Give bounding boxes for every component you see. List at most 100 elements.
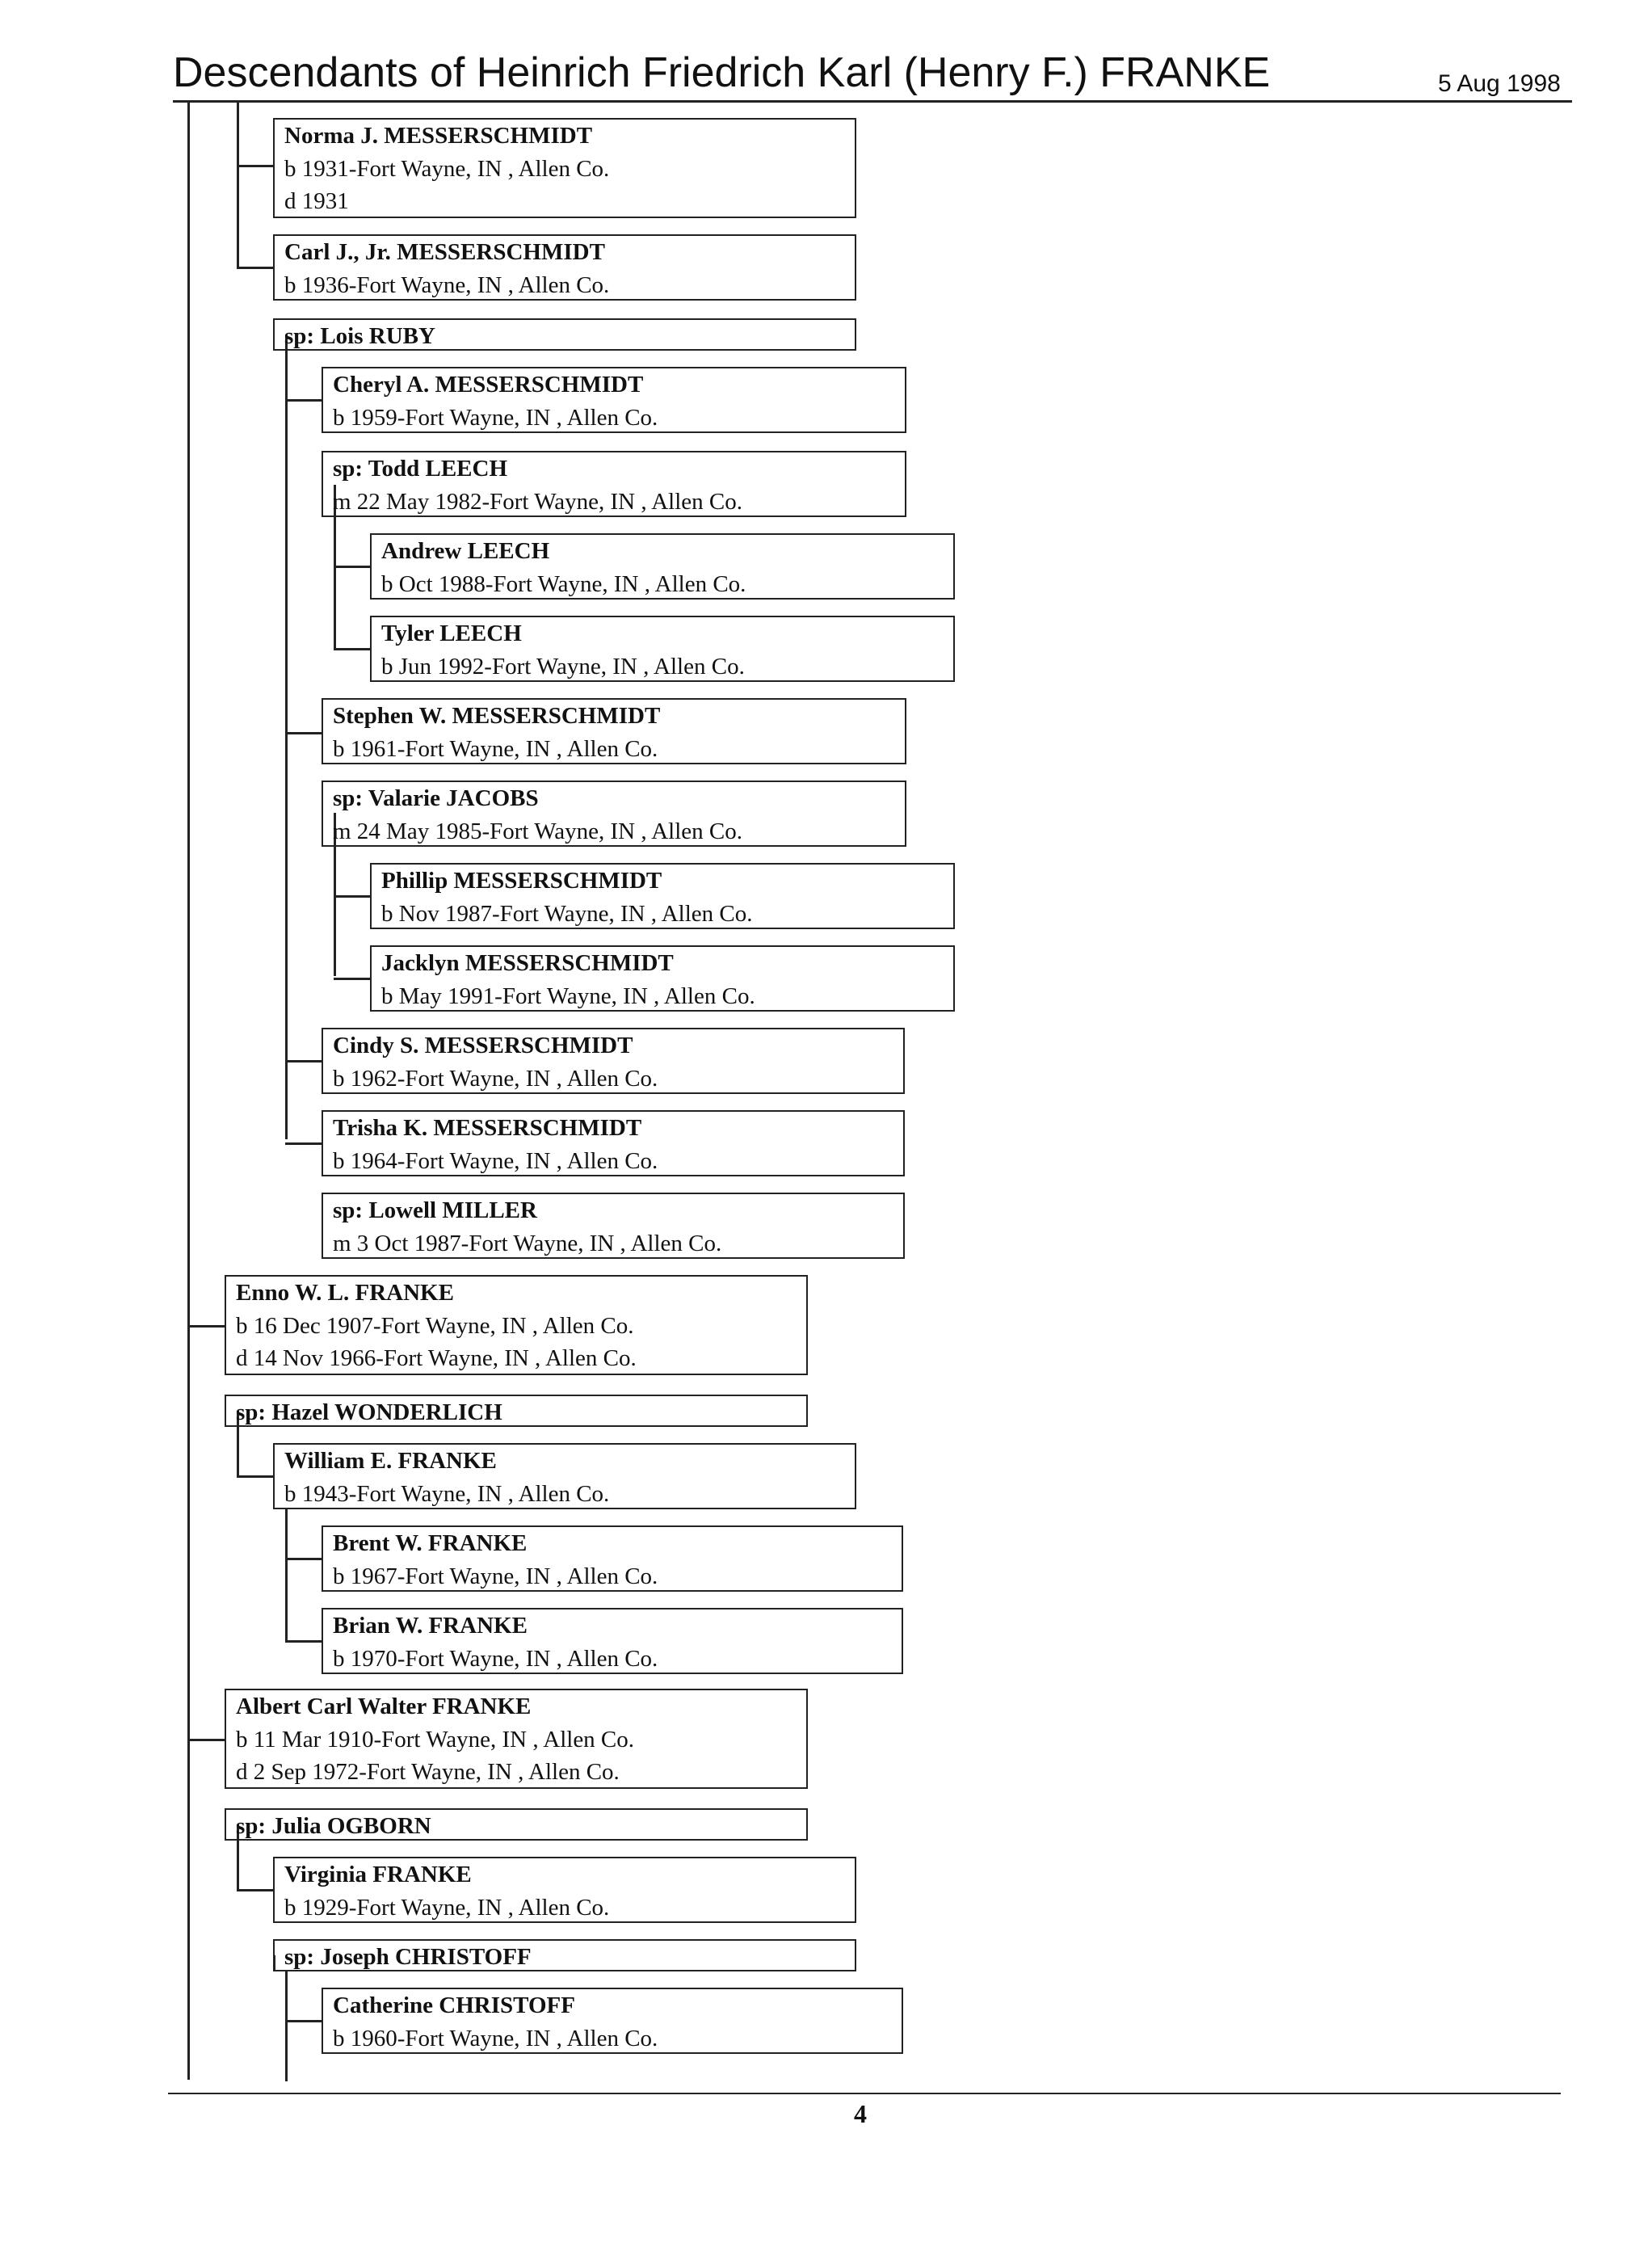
vital-record: b Oct 1988-Fort Wayne, IN , Allen Co. xyxy=(381,570,746,597)
person-name: sp: Hazel WONDERLICH xyxy=(236,1399,502,1425)
person-name: Catherine CHRISTOFF xyxy=(333,1992,575,2018)
spouse-box: sp: Todd LEECH m 22 May 1982-Fort Wayne, … xyxy=(322,451,906,517)
tree-connector xyxy=(237,1824,239,1891)
vital-record: m 22 May 1982-Fort Wayne, IN , Allen Co. xyxy=(333,488,743,515)
tree-connector xyxy=(187,1739,225,1741)
tree-connector xyxy=(187,1325,225,1328)
person-box: Catherine CHRISTOFF b 1960-Fort Wayne, IN… xyxy=(322,1988,903,2054)
vital-record: m 24 May 1985-Fort Wayne, IN , Allen Co. xyxy=(333,818,743,844)
person-box: Tyler LEECH b Jun 1992-Fort Wayne, IN , A… xyxy=(370,616,955,682)
tree-connector xyxy=(334,566,371,568)
tree-connector xyxy=(334,648,371,650)
vital-record: b 1943-Fort Wayne, IN , Allen Co. xyxy=(284,1480,610,1507)
vital-record: b 11 Mar 1910-Fort Wayne, IN , Allen Co. xyxy=(236,1726,635,1753)
person-name: sp: Todd LEECH xyxy=(333,456,508,482)
tree-connector xyxy=(285,1509,288,1640)
page-title: Descendants of Heinrich Friedrich Karl (… xyxy=(173,49,1271,96)
spouse-box: sp: Joseph CHRISTOFF xyxy=(273,1939,856,1971)
person-box: Albert Carl Walter FRANKE b 11 Mar 1910-F… xyxy=(225,1689,808,1789)
person-box: Trisha K. MESSERSCHMIDT b 1964-Fort Wayne… xyxy=(322,1110,905,1176)
tree-connector xyxy=(285,2020,322,2022)
vital-record: b 1929-Fort Wayne, IN , Allen Co. xyxy=(284,1894,610,1921)
person-box: Virginia FRANKE b 1929-Fort Wayne, IN , A… xyxy=(273,1857,856,1923)
spouse-box: sp: Lois RUBY xyxy=(273,318,856,351)
person-box: Norma J. MESSERSCHMIDT b 1931-Fort Wayne,… xyxy=(273,118,856,218)
spouse-box: sp: Hazel WONDERLICH xyxy=(225,1395,808,1427)
tree-connector xyxy=(285,1142,322,1145)
person-name: Phillip MESSERSCHMIDT xyxy=(381,868,662,894)
person-name: Cindy S. MESSERSCHMIDT xyxy=(333,1033,633,1058)
person-name: Cheryl A. MESSERSCHMIDT xyxy=(333,372,644,398)
tree-connector xyxy=(285,1060,322,1062)
tree-connector xyxy=(187,100,190,2080)
person-name: sp: Julia OGBORN xyxy=(236,1813,431,1839)
vital-record: b 1964-Fort Wayne, IN , Allen Co. xyxy=(333,1147,658,1174)
vital-record: b 1967-Fort Wayne, IN , Allen Co. xyxy=(333,1563,658,1589)
report-date: 5 Aug 1998 xyxy=(1438,70,1561,97)
person-name: Enno W. L. FRANKE xyxy=(236,1280,454,1306)
person-box: Stephen W. MESSERSCHMIDT b 1961-Fort Wayn… xyxy=(322,698,906,764)
person-box: Cheryl A. MESSERSCHMIDT b 1959-Fort Wayne… xyxy=(322,367,906,433)
tree-connector xyxy=(237,1889,274,1891)
tree-connector xyxy=(237,267,274,269)
person-box: Brent W. FRANKE b 1967-Fort Wayne, IN , A… xyxy=(322,1525,903,1592)
tree-connector xyxy=(285,1640,322,1643)
vital-record: b Nov 1987-Fort Wayne, IN , Allen Co. xyxy=(381,900,753,927)
tree-connector xyxy=(334,978,371,980)
vital-record: m 3 Oct 1987-Fort Wayne, IN , Allen Co. xyxy=(333,1230,722,1256)
vital-record: b Jun 1992-Fort Wayne, IN , Allen Co. xyxy=(381,653,745,680)
person-name: Brian W. FRANKE xyxy=(333,1613,528,1639)
person-name: Jacklyn MESSERSCHMIDT xyxy=(381,950,674,976)
person-name: sp: Lowell MILLER xyxy=(333,1197,537,1223)
vital-record: b 1931-Fort Wayne, IN , Allen Co. xyxy=(284,155,610,182)
person-name: Trisha K. MESSERSCHMIDT xyxy=(333,1115,642,1141)
vital-record: d 14 Nov 1966-Fort Wayne, IN , Allen Co. xyxy=(236,1345,637,1371)
person-name: Brent W. FRANKE xyxy=(333,1530,528,1556)
vital-record: b May 1991-Fort Wayne, IN , Allen Co. xyxy=(381,983,755,1009)
person-name: Albert Carl Walter FRANKE xyxy=(236,1694,532,1719)
vital-record: b 1936-Fort Wayne, IN , Allen Co. xyxy=(284,271,610,298)
vital-record: b 1959-Fort Wayne, IN , Allen Co. xyxy=(333,404,658,431)
person-name: William E. FRANKE xyxy=(284,1448,497,1474)
tree-connector xyxy=(334,895,371,898)
person-name: Carl J., Jr. MESSERSCHMIDT xyxy=(284,239,605,265)
person-name: sp: Lois RUBY xyxy=(284,323,435,349)
person-box: Andrew LEECH b Oct 1988-Fort Wayne, IN , … xyxy=(370,533,955,600)
tree-connector xyxy=(237,1411,239,1477)
person-name: sp: Valarie JACOBS xyxy=(333,785,539,811)
tree-connector xyxy=(334,813,336,976)
tree-connector xyxy=(285,1971,288,2081)
tree-connector xyxy=(237,165,274,167)
person-name: Stephen W. MESSERSCHMIDT xyxy=(333,703,661,729)
footer-rule xyxy=(168,2093,1561,2094)
person-box: Carl J., Jr. MESSERSCHMIDT b 1936-Fort Wa… xyxy=(273,234,856,301)
vital-record: b 1961-Fort Wayne, IN , Allen Co. xyxy=(333,735,658,762)
person-box: Enno W. L. FRANKE b 16 Dec 1907-Fort Wayn… xyxy=(225,1275,808,1375)
person-box: Jacklyn MESSERSCHMIDT b May 1991-Fort Way… xyxy=(370,945,955,1012)
header-rule xyxy=(173,100,1572,103)
page-number: 4 xyxy=(854,2099,867,2128)
vital-record: b 16 Dec 1907-Fort Wayne, IN , Allen Co. xyxy=(236,1312,634,1339)
person-name: Andrew LEECH xyxy=(381,538,550,564)
tree-connector xyxy=(237,100,239,268)
person-box: Brian W. FRANKE b 1970-Fort Wayne, IN , A… xyxy=(322,1608,903,1674)
vital-record: b 1970-Fort Wayne, IN , Allen Co. xyxy=(333,1645,658,1672)
vital-record: b 1960-Fort Wayne, IN , Allen Co. xyxy=(333,2025,658,2051)
person-name: sp: Joseph CHRISTOFF xyxy=(284,1944,532,1970)
spouse-box: sp: Lowell MILLER m 3 Oct 1987-Fort Wayne… xyxy=(322,1193,905,1259)
tree-connector xyxy=(285,399,322,402)
spouse-box: sp: Valarie JACOBS m 24 May 1985-Fort Way… xyxy=(322,781,906,847)
tree-connector xyxy=(285,1558,322,1560)
tree-connector xyxy=(285,335,288,1139)
person-name: Norma J. MESSERSCHMIDT xyxy=(284,123,593,149)
person-name: Tyler LEECH xyxy=(381,621,522,646)
vital-record: d 2 Sep 1972-Fort Wayne, IN , Allen Co. xyxy=(236,1759,620,1785)
person-box: Cindy S. MESSERSCHMIDT b 1962-Fort Wayne,… xyxy=(322,1028,905,1094)
tree-connector xyxy=(285,732,322,734)
person-box: William E. FRANKE b 1943-Fort Wayne, IN ,… xyxy=(273,1443,856,1509)
vital-record: b 1962-Fort Wayne, IN , Allen Co. xyxy=(333,1065,658,1092)
person-name: Virginia FRANKE xyxy=(284,1862,472,1887)
spouse-box: sp: Julia OGBORN xyxy=(225,1808,808,1841)
tree-connector xyxy=(237,1475,274,1478)
vital-record: d 1931 xyxy=(284,188,349,214)
